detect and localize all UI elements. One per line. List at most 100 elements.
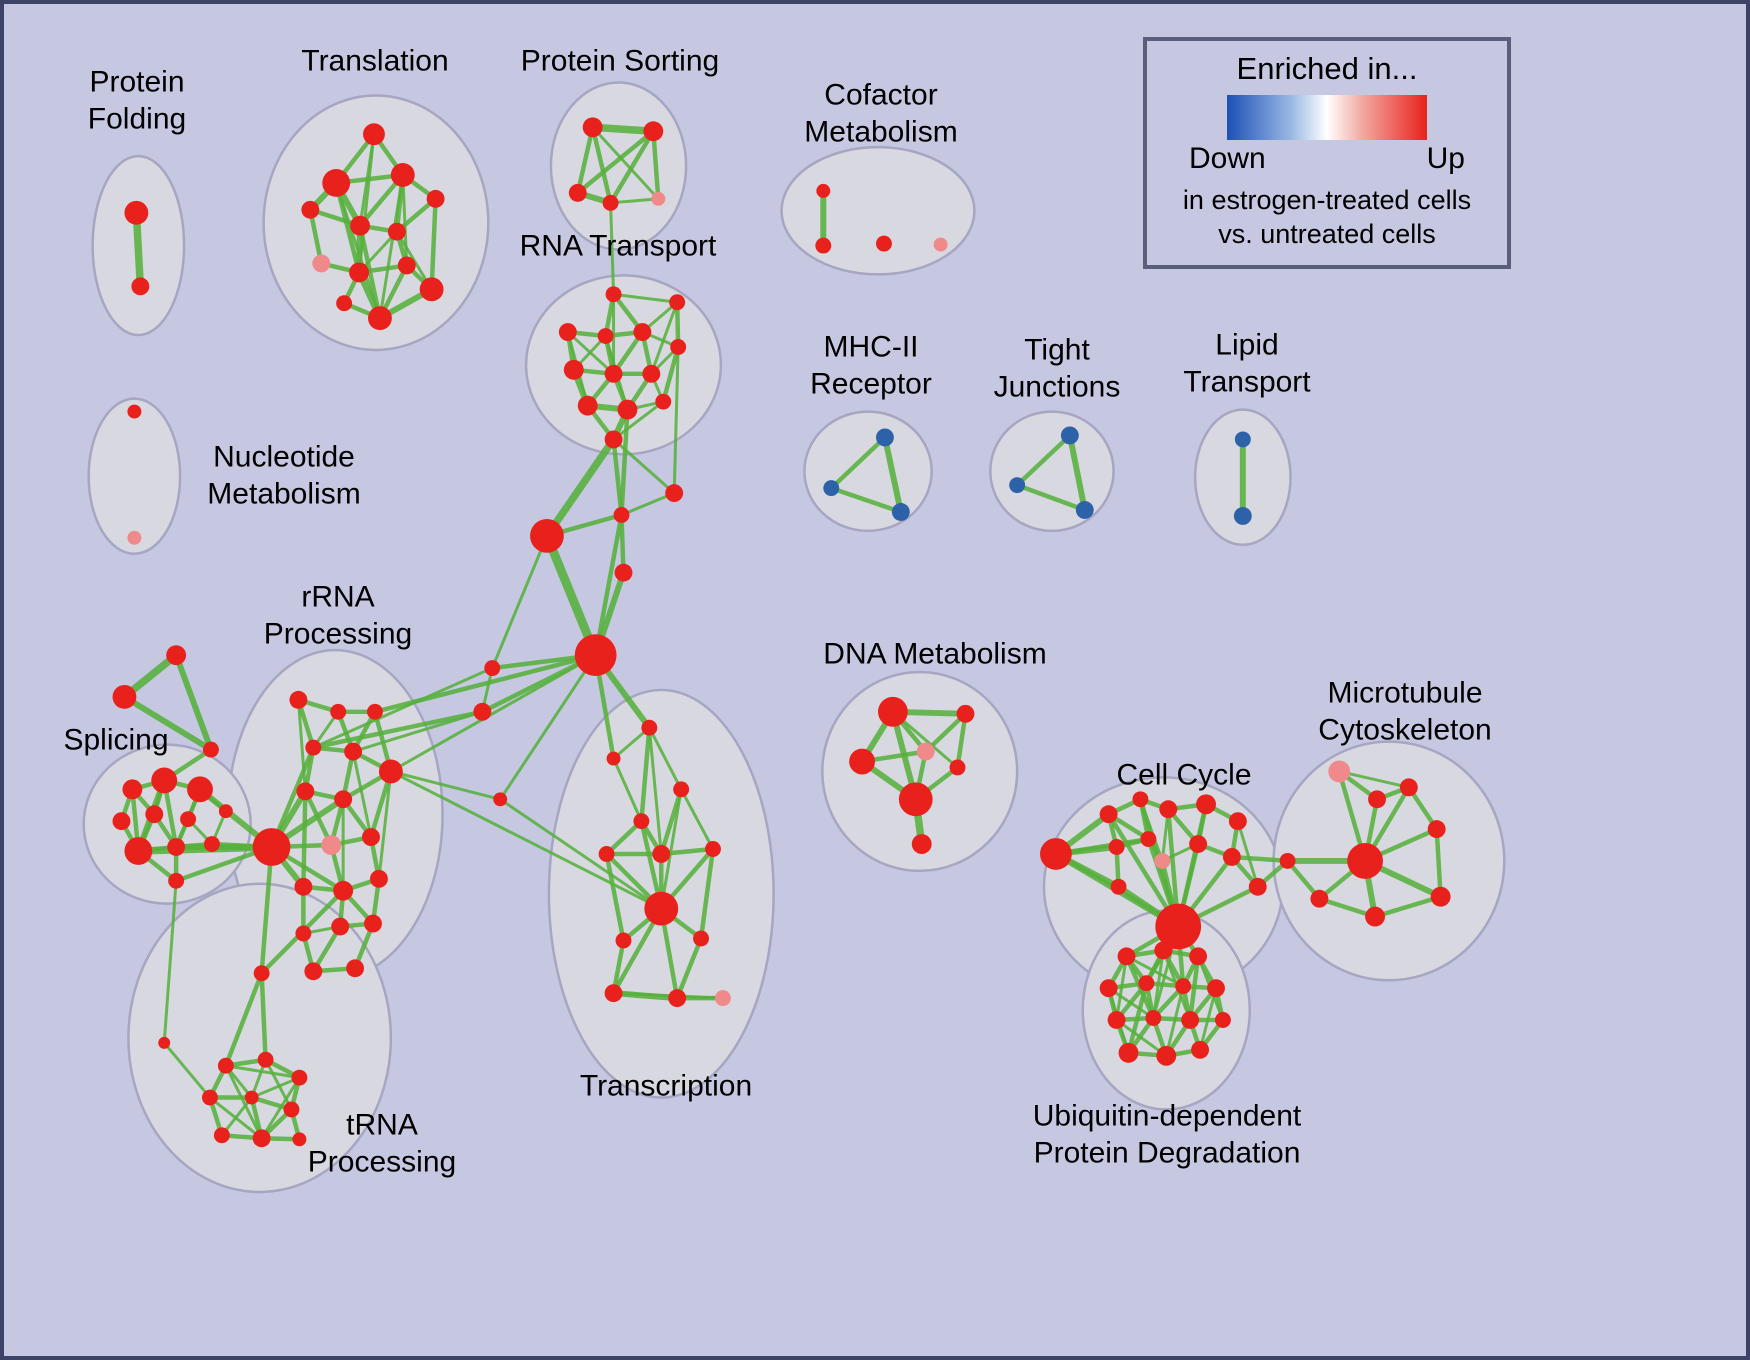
network-edge [173,652,214,753]
network-edge [498,653,598,801]
network-node [1279,852,1296,869]
network-node [911,834,932,854]
network-node [1099,979,1118,998]
network-edge [132,209,145,291]
network-edge [698,846,716,941]
network-node [1159,800,1178,819]
network-node [1154,941,1173,960]
network-node [816,183,831,198]
network-edge [378,173,405,320]
network-node [597,328,614,344]
network-node [122,779,143,800]
network-edge [389,653,598,773]
network-edge [651,129,661,202]
network-node [849,748,875,775]
network-edge [620,491,676,517]
network-edge [955,711,968,770]
network-node [875,235,892,252]
network-edge [121,693,214,753]
network-node [294,877,313,896]
network-node [604,984,623,1003]
network-edge [649,300,679,376]
network-node [1365,906,1385,927]
network-edge [588,123,658,135]
network-edge [604,851,626,943]
network-node [367,703,383,720]
network-node [145,805,164,824]
network-node [296,782,315,801]
network-node [614,563,633,582]
network-node [643,121,664,142]
network-node [202,741,219,758]
network-node [1228,812,1247,831]
network-node [949,759,966,776]
network-node [180,811,197,828]
network-node [574,634,617,677]
network-edge [590,125,613,206]
network-node [605,286,622,303]
node-layer [112,117,1451,1148]
network-edge [1014,482,1087,513]
network-node [124,200,149,225]
network-node [344,742,363,761]
network-node [1060,426,1079,445]
network-node [304,962,323,981]
network-edge [672,345,680,495]
network-node [1145,1010,1162,1026]
network-edge [647,726,663,856]
network-node [330,703,347,720]
network-node [1110,878,1127,895]
network-node [331,917,350,936]
network-node [1196,794,1216,815]
network-node [1009,477,1026,494]
network-node [322,169,351,197]
network-edge [612,757,643,823]
network-node [1234,431,1251,448]
network-edge [674,936,704,1001]
network-node [289,690,308,709]
network-node [615,932,632,949]
network-node [127,404,142,419]
network-node [613,507,630,523]
network-edge [259,971,268,1062]
network-edge [591,125,660,201]
network-node [390,163,415,187]
network-edge [250,1076,301,1100]
network-node [1107,1011,1126,1029]
network-node [1132,791,1149,808]
network-edge [377,769,393,881]
network-node [655,393,672,410]
network-node [387,222,406,241]
network-node [1248,877,1267,896]
legend-scale-labels: Down Up [1189,142,1465,176]
network-node [633,323,652,342]
network-node [201,1089,218,1106]
network-edge [829,485,904,515]
network-node [1156,1045,1177,1066]
network-node [305,739,322,756]
network-node [321,835,342,855]
network-node [1328,760,1351,783]
network-edge [612,400,665,441]
network-edge [301,789,308,890]
network-edge [609,201,616,296]
network-node [1222,848,1241,866]
network-node [397,256,416,275]
network-edge [259,844,274,976]
network-node [419,277,444,302]
network-node [606,751,621,766]
network-node [349,262,369,283]
network-node [891,503,910,521]
network-node [669,294,686,311]
network-edge [351,710,484,754]
network-node [1310,889,1329,908]
network-node [1155,903,1202,950]
legend-up-label: Up [1426,142,1465,175]
network-node [334,790,353,809]
network-node [898,782,933,817]
network-node [705,841,721,857]
network-node [252,1129,271,1148]
network-node [336,295,353,312]
network-node [312,254,331,273]
